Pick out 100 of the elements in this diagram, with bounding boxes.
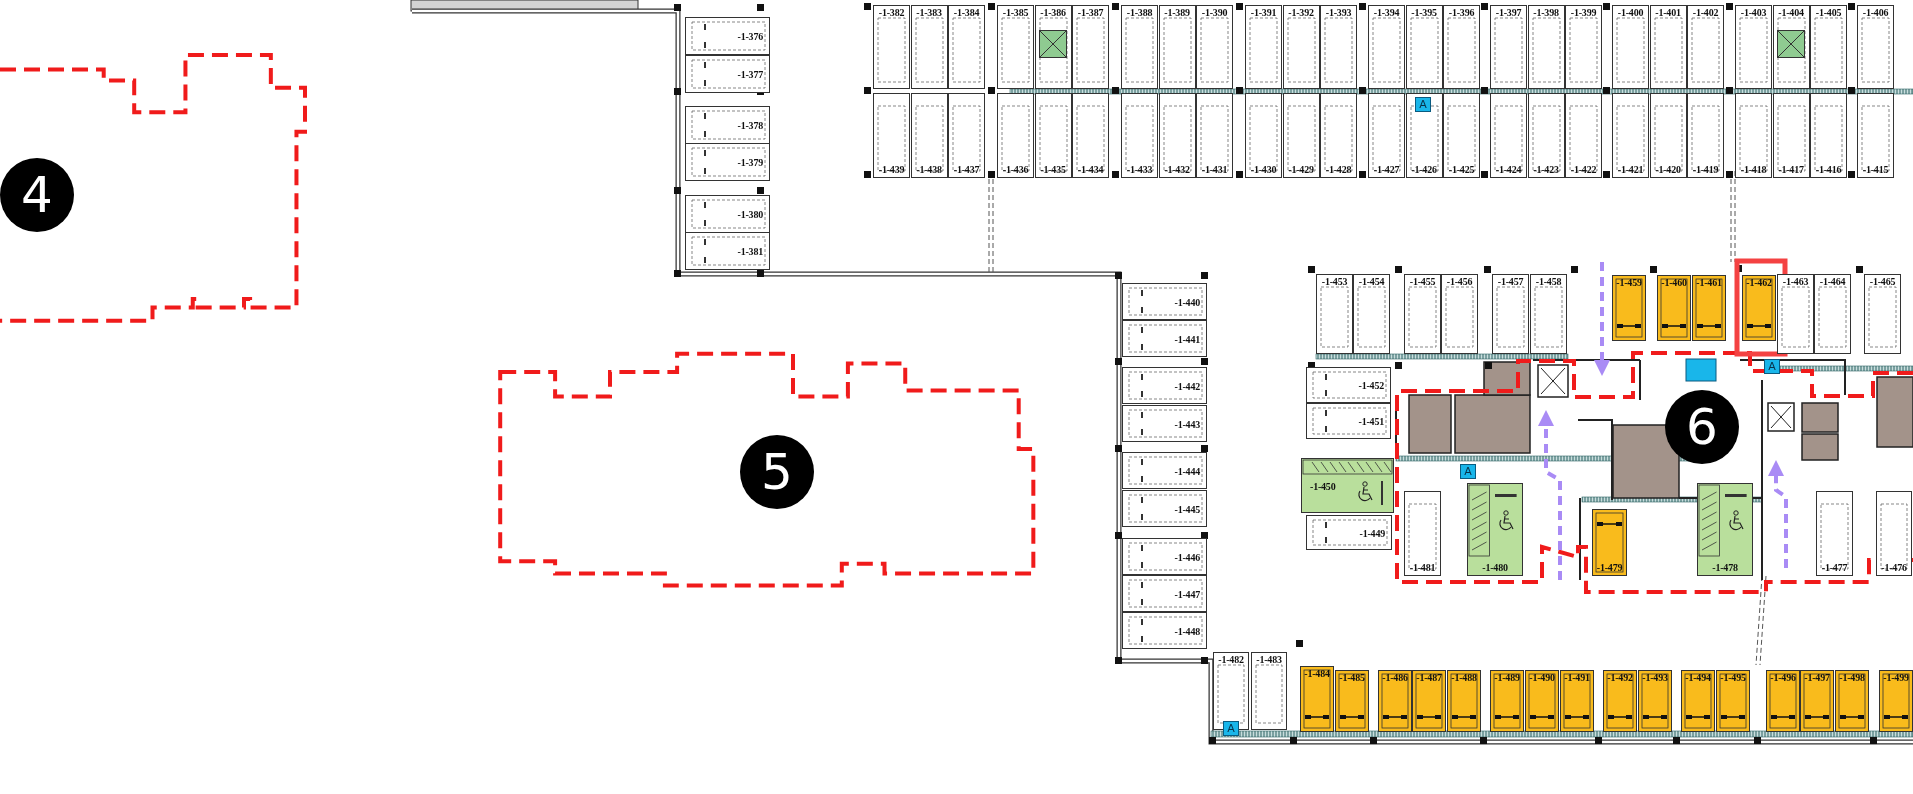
- parking-stall: [1282, 5, 1320, 89]
- parking-stall: [1735, 5, 1772, 89]
- stall-number: -1-432: [1163, 164, 1191, 175]
- stall-number: -1-481: [1408, 562, 1437, 573]
- parking-stall: [1649, 93, 1687, 178]
- parking-stall: [1122, 367, 1207, 404]
- stall-number: -1-377: [737, 68, 763, 80]
- parking-stall: [1196, 5, 1233, 89]
- stall-number: -1-449: [1359, 527, 1385, 538]
- parking-stall: [1335, 670, 1369, 732]
- stall-number: -1-479: [1595, 562, 1624, 573]
- stall-number: -1-430: [1249, 164, 1278, 175]
- stall-number: -1-388: [1125, 7, 1154, 18]
- parking-stall: [1527, 5, 1565, 89]
- stall-number: -1-459: [1615, 277, 1643, 288]
- parking-stall: [1412, 670, 1446, 732]
- parking-stall: [1490, 5, 1527, 89]
- stall-number: -1-398: [1532, 7, 1560, 18]
- parking-stall: [1122, 490, 1207, 527]
- parking-stall: [1072, 5, 1109, 89]
- stall-number: -1-490: [1528, 672, 1556, 683]
- stall-number: -1-482: [1217, 654, 1245, 665]
- parking-stall: [1742, 275, 1776, 341]
- parking-stall: [1835, 670, 1869, 732]
- parking-stall: [1447, 670, 1481, 732]
- parking-stall: [1213, 652, 1249, 730]
- stall-number: -1-492: [1606, 672, 1634, 683]
- stall-number: -1-400: [1616, 7, 1645, 18]
- stall-number: -1-404: [1777, 7, 1805, 18]
- stall-number: -1-477: [1820, 562, 1849, 573]
- parking-stall: [1603, 670, 1637, 732]
- zone-number: 5: [760, 443, 794, 501]
- stall-number: -1-431: [1200, 164, 1229, 175]
- stall-number: -1-453: [1320, 276, 1349, 287]
- stall-number: -1-406: [1861, 7, 1890, 18]
- parking-stall: [1320, 5, 1357, 89]
- parking-stall: [1716, 670, 1750, 732]
- parking-stall: [1612, 5, 1649, 89]
- parking-stall: [1772, 93, 1810, 178]
- parking-stall: [1565, 5, 1602, 89]
- stall-number: -1-435: [1039, 164, 1067, 175]
- parking-stall: [1405, 93, 1443, 178]
- parking-stall: [948, 5, 985, 89]
- parking-stall: [1527, 93, 1565, 178]
- stall-number: -1-386: [1039, 7, 1067, 18]
- parking-stall: [1404, 491, 1441, 576]
- accessible-parking-stall: [1301, 458, 1394, 513]
- stall-number: -1-416: [1814, 164, 1843, 175]
- parking-stall: [1441, 274, 1478, 354]
- parking-stall: [1306, 515, 1392, 550]
- stall-number: -1-444: [1174, 465, 1200, 476]
- parking-stall: [1122, 612, 1207, 649]
- stall-number: -1-478: [1711, 562, 1739, 573]
- parking-stall: [1282, 93, 1320, 178]
- stall-number: -1-396: [1447, 7, 1476, 18]
- stall-number: -1-493: [1641, 672, 1669, 683]
- stall-number: -1-499: [1882, 672, 1910, 683]
- stall-number: -1-376: [737, 30, 763, 42]
- parking-stall: [1121, 5, 1158, 89]
- stall-number: -1-394: [1372, 7, 1401, 18]
- stall-number: -1-442: [1174, 380, 1200, 391]
- marker-label: A: [1460, 464, 1476, 479]
- parking-stall: [1735, 93, 1772, 178]
- parking-stall: [1800, 670, 1834, 732]
- parking-stall: [873, 93, 910, 178]
- stall-number: -1-426: [1410, 164, 1438, 175]
- stall-number: -1-485: [1338, 672, 1366, 683]
- stall-number: -1-383: [915, 7, 943, 18]
- parking-stall: [1612, 93, 1649, 178]
- parking-stall: [1368, 5, 1405, 89]
- stall-number: -1-463: [1781, 276, 1810, 287]
- stall-number: -1-402: [1691, 7, 1720, 18]
- parking-stall: [685, 17, 770, 55]
- parking-stall: [1306, 403, 1391, 439]
- parking-stall: [1368, 93, 1405, 178]
- stall-number: -1-421: [1616, 164, 1645, 175]
- parking-stall: [997, 93, 1034, 178]
- parking-stall: [1404, 274, 1441, 354]
- parking-stall: [685, 55, 770, 93]
- stall-number: -1-446: [1174, 551, 1200, 562]
- parking-stall: [1353, 274, 1390, 354]
- stall-number: -1-461: [1695, 277, 1723, 288]
- marker-label: A: [1415, 97, 1431, 112]
- parking-stall: [1681, 670, 1715, 732]
- parking-stall: [1649, 5, 1687, 89]
- stall-number: -1-392: [1287, 7, 1315, 18]
- parking-stall: [1492, 274, 1529, 354]
- stall-number: -1-425: [1447, 164, 1476, 175]
- parking-stall: [1490, 93, 1527, 178]
- stall-number: -1-489: [1493, 672, 1521, 683]
- stall-number: -1-483: [1255, 654, 1283, 665]
- parking-stall: [1772, 5, 1810, 89]
- stall-number: -1-456: [1445, 276, 1474, 287]
- stall-number: -1-380: [737, 208, 763, 220]
- parking-stall: [1122, 452, 1207, 489]
- parking-stall: [1122, 405, 1207, 442]
- parking-stall: [1034, 5, 1072, 89]
- parking-stall: [1864, 274, 1901, 354]
- stall-number: -1-397: [1494, 7, 1523, 18]
- parking-stall: [1158, 93, 1196, 178]
